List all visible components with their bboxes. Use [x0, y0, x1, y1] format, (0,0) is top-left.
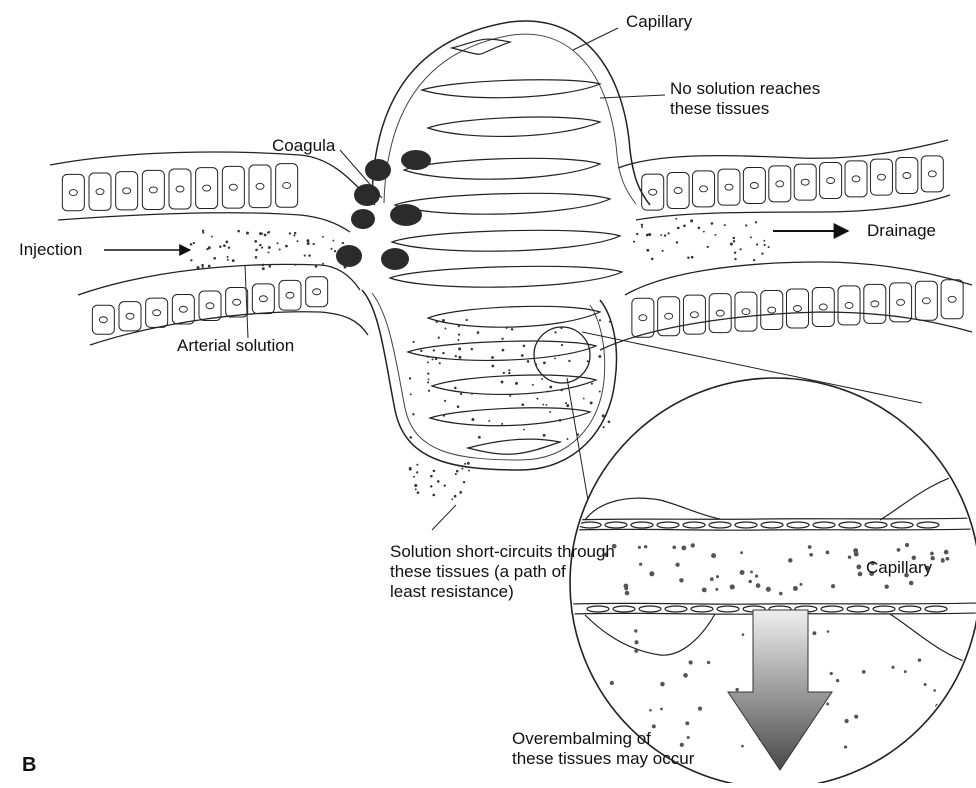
upper-right-vessel-wall — [618, 140, 950, 220]
short-circuit-label: Solution short-circuits through these ti… — [390, 542, 615, 602]
coagulum — [351, 209, 375, 229]
coagulum — [401, 150, 431, 170]
capillary-top-leader — [573, 28, 618, 50]
arterial-solution-label: Arterial solution — [177, 336, 294, 356]
capillary-loops — [390, 39, 622, 454]
coagula-clots — [336, 150, 431, 270]
upper-left-cell-row — [62, 164, 297, 211]
capillary-inset-label: Capillary — [866, 558, 932, 578]
short-circuit-leader — [432, 505, 456, 530]
overembalming-label: Overembalming of these tissues may occur — [512, 729, 694, 769]
coagulum — [365, 159, 391, 181]
capillary-label: Capillary — [626, 12, 692, 32]
upper-right-cell-row — [642, 156, 944, 210]
panel-letter: B — [22, 754, 36, 777]
coagula-label: Coagula — [272, 136, 335, 156]
lower-right-cell-row — [632, 280, 963, 337]
upper-left-vessel-wall — [50, 152, 375, 232]
injection-label: Injection — [19, 240, 82, 260]
lower-left-cell-row — [92, 277, 327, 335]
drainage-label: Drainage — [867, 221, 936, 241]
no-solution-leader — [600, 95, 665, 98]
inset-magnification — [570, 378, 976, 783]
coagulum — [381, 248, 409, 270]
no-solution-label: No solution reaches these tissues — [670, 79, 820, 119]
coagulum — [354, 184, 380, 206]
lower-left-vessel-wall — [78, 264, 368, 345]
coagulum — [390, 204, 422, 226]
coagulum — [336, 245, 362, 267]
